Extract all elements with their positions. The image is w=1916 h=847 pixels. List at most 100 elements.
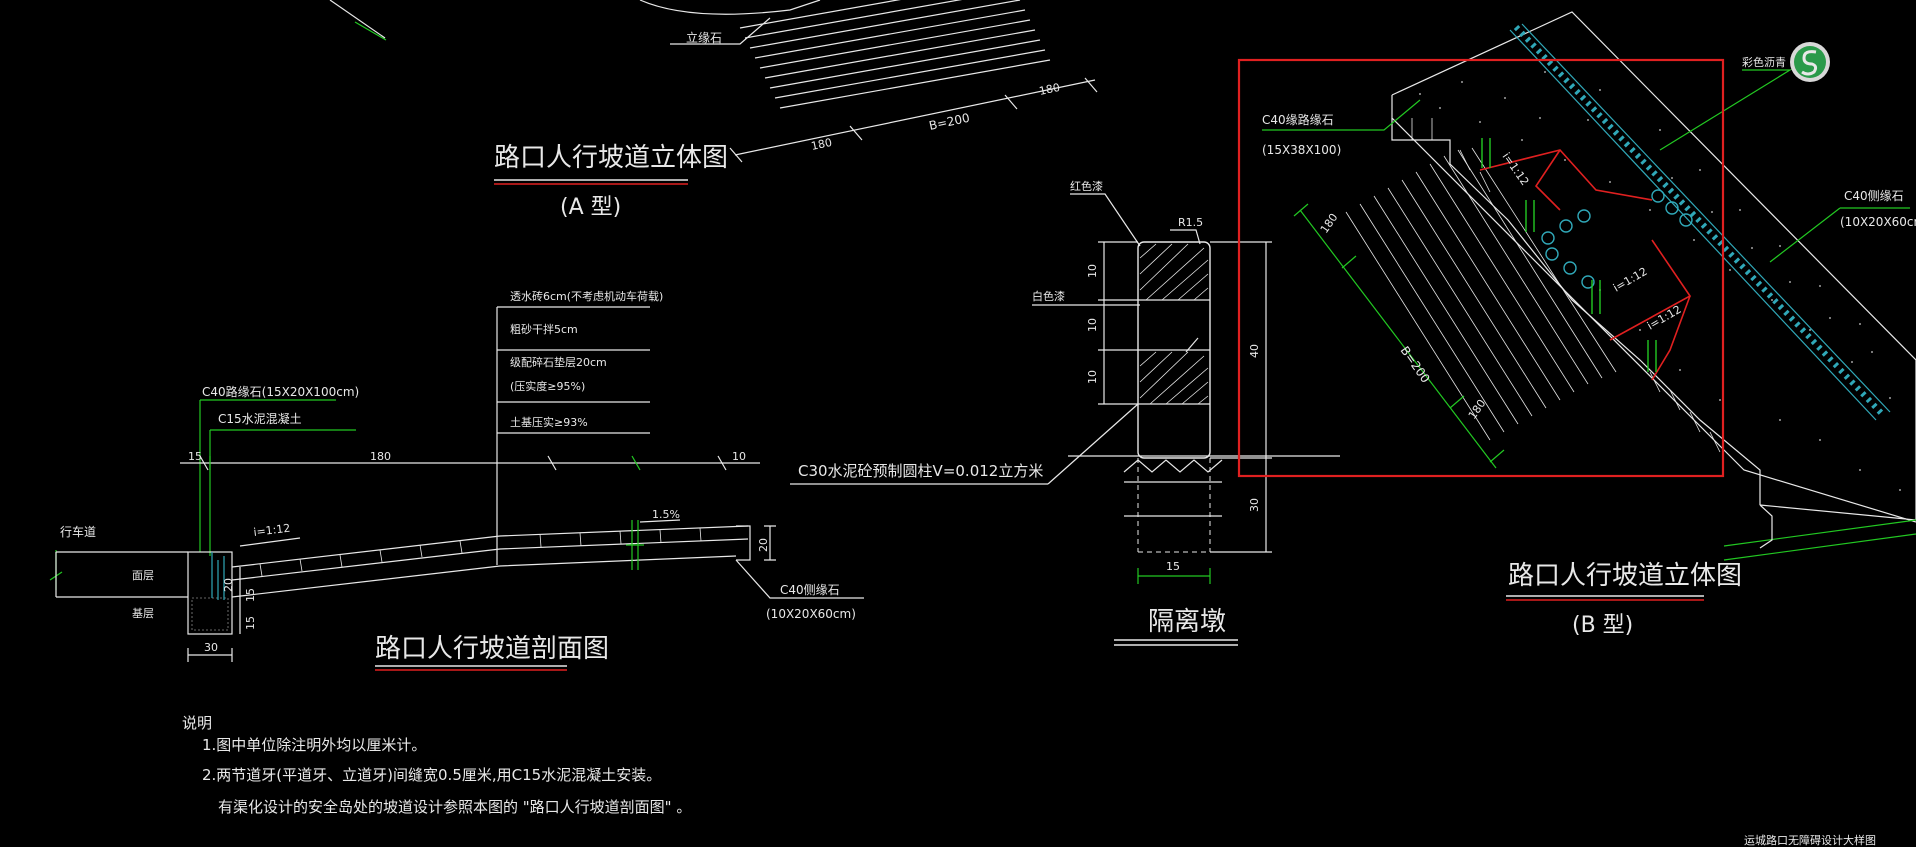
b-type-red-slope-2 bbox=[1534, 149, 1561, 211]
a-type-curb-arc bbox=[639, 0, 821, 15]
section-layer-1: 透水砖6cm(不考虑机动车荷载) bbox=[510, 289, 663, 303]
section-break-mark bbox=[626, 520, 644, 570]
b-type-ramp-hatch bbox=[1345, 147, 1617, 441]
bollard-dim-15-line bbox=[1137, 568, 1211, 584]
b-type-asphalt-leader bbox=[1659, 69, 1793, 151]
b-type-tactile-dots bbox=[1541, 189, 1693, 289]
b-type-side-stone-size: (10X20X60cm) bbox=[1840, 215, 1916, 229]
b-type-subtitle: (B 型) bbox=[1572, 613, 1633, 638]
section-dim-30-line bbox=[187, 648, 233, 662]
section-dim-green-ticks bbox=[209, 455, 641, 471]
section-concrete-label: C15水泥混凝土 bbox=[218, 411, 302, 426]
b-type-band-outer bbox=[1391, 11, 1916, 521]
section-layer-4: (压实度≥95%) bbox=[510, 379, 585, 393]
section-slope-left: i=1:12 bbox=[253, 522, 291, 539]
notes-line-1: 1.图中单位除注明外均以厘米计。 bbox=[202, 736, 426, 754]
section-dim-15-a: 15 bbox=[244, 588, 257, 602]
b-type-side-stone-leader bbox=[1769, 207, 1910, 263]
a-type-dimension-line bbox=[734, 79, 1096, 156]
section-road-label: 行车道 bbox=[60, 524, 96, 539]
b-type-bottom-green bbox=[1723, 519, 1916, 561]
bollard-white-label: 白色漆 bbox=[1032, 289, 1065, 303]
section-concrete-base bbox=[191, 597, 229, 631]
a-type-ticks bbox=[729, 77, 1098, 163]
bollard-dim-10-b: 10 bbox=[1086, 318, 1099, 332]
b-type-tactile-stripe bbox=[1509, 23, 1891, 421]
a-type-view: 立缘石 180 B=200 180 路口人行坡道立体图 (A 型) bbox=[329, 0, 1098, 220]
section-paving-joints bbox=[259, 527, 702, 577]
bollard-title-underline bbox=[1114, 639, 1238, 646]
bollard-desc-leader bbox=[1047, 403, 1139, 485]
bollard-ground-hatch bbox=[1123, 459, 1223, 473]
b-type-curb-label: C40缘路缘石 bbox=[1262, 112, 1334, 127]
bollard-left-dims bbox=[1098, 241, 1138, 405]
section-side-stone-label: C40侧缘石 bbox=[780, 583, 840, 597]
bollard-r-leader bbox=[1170, 229, 1201, 245]
b-type-side-stone-label: C40侧缘石 bbox=[1844, 189, 1904, 203]
b-type-green-posts bbox=[1481, 138, 1657, 372]
section-dim-10-right: 10 bbox=[732, 450, 746, 463]
section-dim-15-b: 15 bbox=[244, 616, 257, 630]
b-type-dimension-line bbox=[1299, 209, 1497, 469]
a-type-dim-180-bottom: 180 bbox=[810, 136, 833, 153]
b-type-dim-ticks bbox=[1293, 203, 1505, 463]
section-road-layers bbox=[55, 551, 188, 598]
cad-logo-icon bbox=[1790, 42, 1830, 82]
b-type-asphalt-label: 彩色沥青 bbox=[1742, 55, 1786, 69]
bollard-dim-10-c: 10 bbox=[1086, 370, 1099, 384]
b-type-highlight-box bbox=[1237, 58, 1725, 478]
a-type-green-line bbox=[354, 21, 387, 41]
section-curb-label: C40路缘石(15X20X100cm) bbox=[202, 384, 359, 399]
section-ramp-top bbox=[231, 525, 749, 568]
bollard-dim-40: 40 bbox=[1248, 344, 1261, 358]
bollard-embed-lines bbox=[1124, 481, 1222, 517]
section-curb-cyan bbox=[211, 552, 225, 600]
b-type-curb-joints bbox=[1411, 118, 1721, 453]
bollard-r-label: R1.5 bbox=[1178, 216, 1203, 229]
b-type-red-slope-4 bbox=[1651, 295, 1691, 381]
section-layer-3: 级配碎石垫层20cm bbox=[510, 355, 607, 369]
b-type-view: 180 B=200 180 i=1:12 i=1:12 i=1:12 C40缘路… bbox=[1237, 11, 1916, 638]
bollard-red-label: 红色漆 bbox=[1070, 179, 1103, 193]
a-type-leader bbox=[670, 17, 771, 45]
section-dim-15-left: 15 bbox=[188, 450, 202, 463]
section-curb-block bbox=[187, 551, 233, 635]
bollard-dim-30: 30 bbox=[1248, 498, 1261, 512]
bollard-dim-15: 15 bbox=[1166, 560, 1180, 573]
section-ramp-layer2 bbox=[231, 555, 737, 598]
section-side-stone bbox=[736, 525, 751, 561]
drawing-name-label: 运城路口无障碍设计大样图 bbox=[1744, 833, 1876, 847]
a-type-subtitle: (A 型) bbox=[560, 195, 621, 220]
bollard-dash bbox=[1185, 337, 1199, 353]
section-curb-leader bbox=[199, 399, 336, 552]
section-dim-20-curb: 20 bbox=[222, 578, 235, 592]
bollard-desc: C30水泥砼预制圆柱V=0.012立方米 bbox=[798, 462, 1043, 480]
section-surface-label: 面层 bbox=[132, 569, 154, 582]
notes-block: 说明 1.图中单位除注明外均以厘米计。 2.两节道牙(平道牙、立道牙)间缝宽0.… bbox=[182, 714, 691, 816]
bollard-red-leader bbox=[1070, 193, 1141, 247]
b-type-curb-leader bbox=[1262, 99, 1421, 131]
section-side-stone-leader bbox=[735, 559, 864, 599]
bollard-title: 隔离墩 bbox=[1148, 607, 1226, 637]
bollard-embedded bbox=[1137, 458, 1211, 553]
section-ramp-layer1 bbox=[231, 538, 749, 581]
a-type-stone-label: 立缘石 bbox=[686, 30, 722, 45]
section-slope-arrow bbox=[239, 537, 301, 547]
section-dim-30: 30 bbox=[204, 641, 218, 654]
section-dim-20-right: 20 bbox=[757, 538, 770, 552]
section-dim-ticks bbox=[199, 455, 727, 471]
bollard-dim-10-a: 10 bbox=[1086, 264, 1099, 278]
section-layer-2: 粗砂干拌5cm bbox=[510, 322, 578, 336]
b-type-tactile-blocks bbox=[1513, 24, 1887, 419]
b-type-red-slope-1 bbox=[1479, 149, 1653, 201]
section-base-label: 基层 bbox=[132, 607, 154, 620]
section-dim-180: 180 bbox=[370, 450, 391, 463]
b-type-asphalt-texture bbox=[1419, 71, 1901, 491]
notes-line-3: 有渠化设计的安全岛处的坡道设计参照本图的 "路口人行坡道剖面图" 。 bbox=[218, 798, 691, 816]
b-type-curb-size: (15X38X100) bbox=[1262, 143, 1341, 157]
b-type-curb bbox=[1391, 118, 1761, 505]
section-side-stone-size: (10X20X60cm) bbox=[766, 607, 856, 621]
b-type-curb-end bbox=[1759, 504, 1773, 549]
